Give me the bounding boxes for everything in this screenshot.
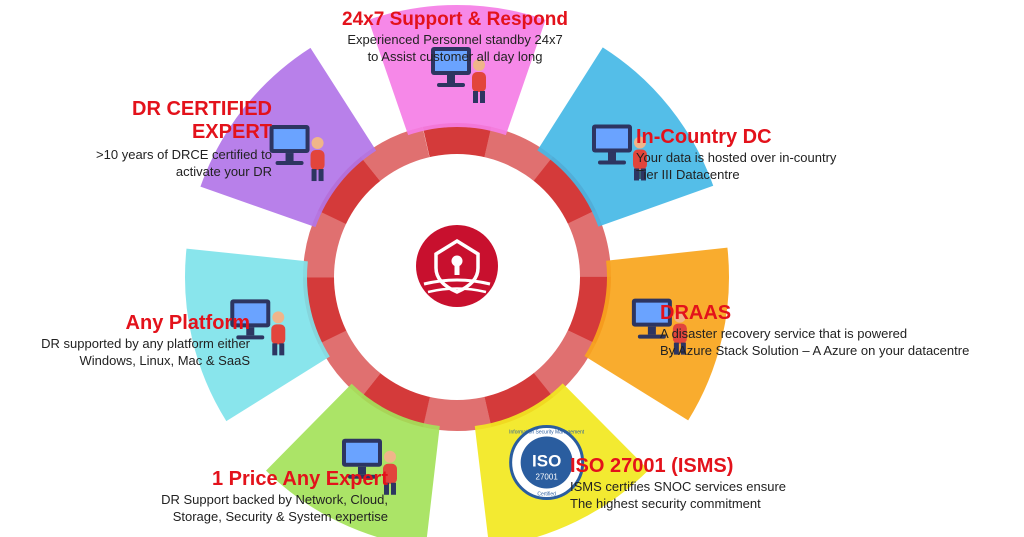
draas-line-2: By Azure Stack Solution – A Azure on you…	[660, 343, 970, 358]
dc-line-2: Tier III Datacentre	[636, 167, 740, 182]
expert-line-1: >10 years of DRCE certified to	[96, 147, 272, 162]
datacentre-icon	[591, 124, 647, 181]
label-price: 1 Price Any Expert DR Support backed by …	[110, 468, 388, 525]
iso-line-1: ISMS certifies SNOC services ensure	[570, 479, 787, 494]
draas-line-1: A disaster recovery service that is powe…	[660, 326, 908, 341]
price-line-1: DR Support backed by Network, Cloud,	[161, 492, 388, 507]
ring-segment	[422, 394, 492, 431]
dc-line-1: Your data is hosted over in-country	[636, 150, 837, 165]
platform-title: Any Platform	[125, 312, 250, 334]
ring-segment	[422, 122, 492, 160]
ring-segment	[318, 329, 382, 398]
platform-line-2: Windows, Linux, Mac & SaaS	[79, 353, 250, 368]
iso-badge-foot: Certified	[537, 491, 556, 497]
segment-draas	[584, 247, 729, 421]
draas-title: DRAAS	[660, 302, 732, 324]
expert-title-2: EXPERT	[191, 121, 272, 143]
support-line-1: Experienced Personnel standby 24x7	[347, 32, 563, 47]
iso-badge-number: 27001	[536, 472, 559, 481]
ring-segment	[360, 126, 430, 183]
label-platform: Any Platform DR supported by any platfor…	[0, 312, 250, 369]
platform-line-1: DR supported by any platform either	[41, 336, 250, 351]
support-title: 24x7 Support & Respond	[342, 9, 568, 30]
ring-segment	[483, 371, 554, 428]
dc-title: In-Country DC	[636, 126, 772, 148]
multitask-expert-icon	[341, 438, 397, 495]
price-title: 1 Price Any Expert	[211, 468, 388, 490]
support-desk-icon	[431, 47, 486, 103]
expert-line-2: activate your DR	[175, 164, 272, 179]
expert-title-1: DR CERTIFIED	[132, 98, 272, 120]
iso-badge-icon: ISO 27001 Information Security ManagementC…	[509, 424, 585, 500]
cloud-recovery-icon	[631, 298, 687, 355]
iso-badge-main: ISO	[532, 451, 561, 470]
ring-segment	[532, 156, 596, 225]
label-draas: DRAAS A disaster recovery service that i…	[660, 302, 1020, 359]
iso-line-2: The highest security commitment	[570, 496, 761, 511]
iso-badge-ring-text: Information Security Management	[509, 429, 585, 435]
ring-segment	[318, 156, 382, 225]
iso-title: ISO 27001 (ISMS)	[570, 455, 734, 477]
price-line-2: Storage, Security & System expertise	[172, 509, 388, 524]
ring-segment	[483, 126, 554, 183]
label-dc: In-Country DC Your data is hosted over i…	[636, 126, 896, 183]
ring-segment	[532, 329, 596, 398]
ring-segment	[361, 371, 431, 428]
label-expert: DR CERTIFIED EXPERT >10 years of DRCE ce…	[40, 98, 272, 180]
label-support: 24x7 Support & Respond Experienced Perso…	[290, 8, 620, 65]
shield-keyhole-icon	[416, 225, 498, 307]
support-line-2: to Assist customer all day long	[367, 49, 543, 64]
platform-analytics-icon	[230, 299, 286, 356]
segment-platform	[185, 248, 330, 422]
team-network-icon	[269, 125, 325, 182]
label-iso: ISO 27001 (ISMS) ISMS certifies SNOC ser…	[570, 455, 850, 512]
